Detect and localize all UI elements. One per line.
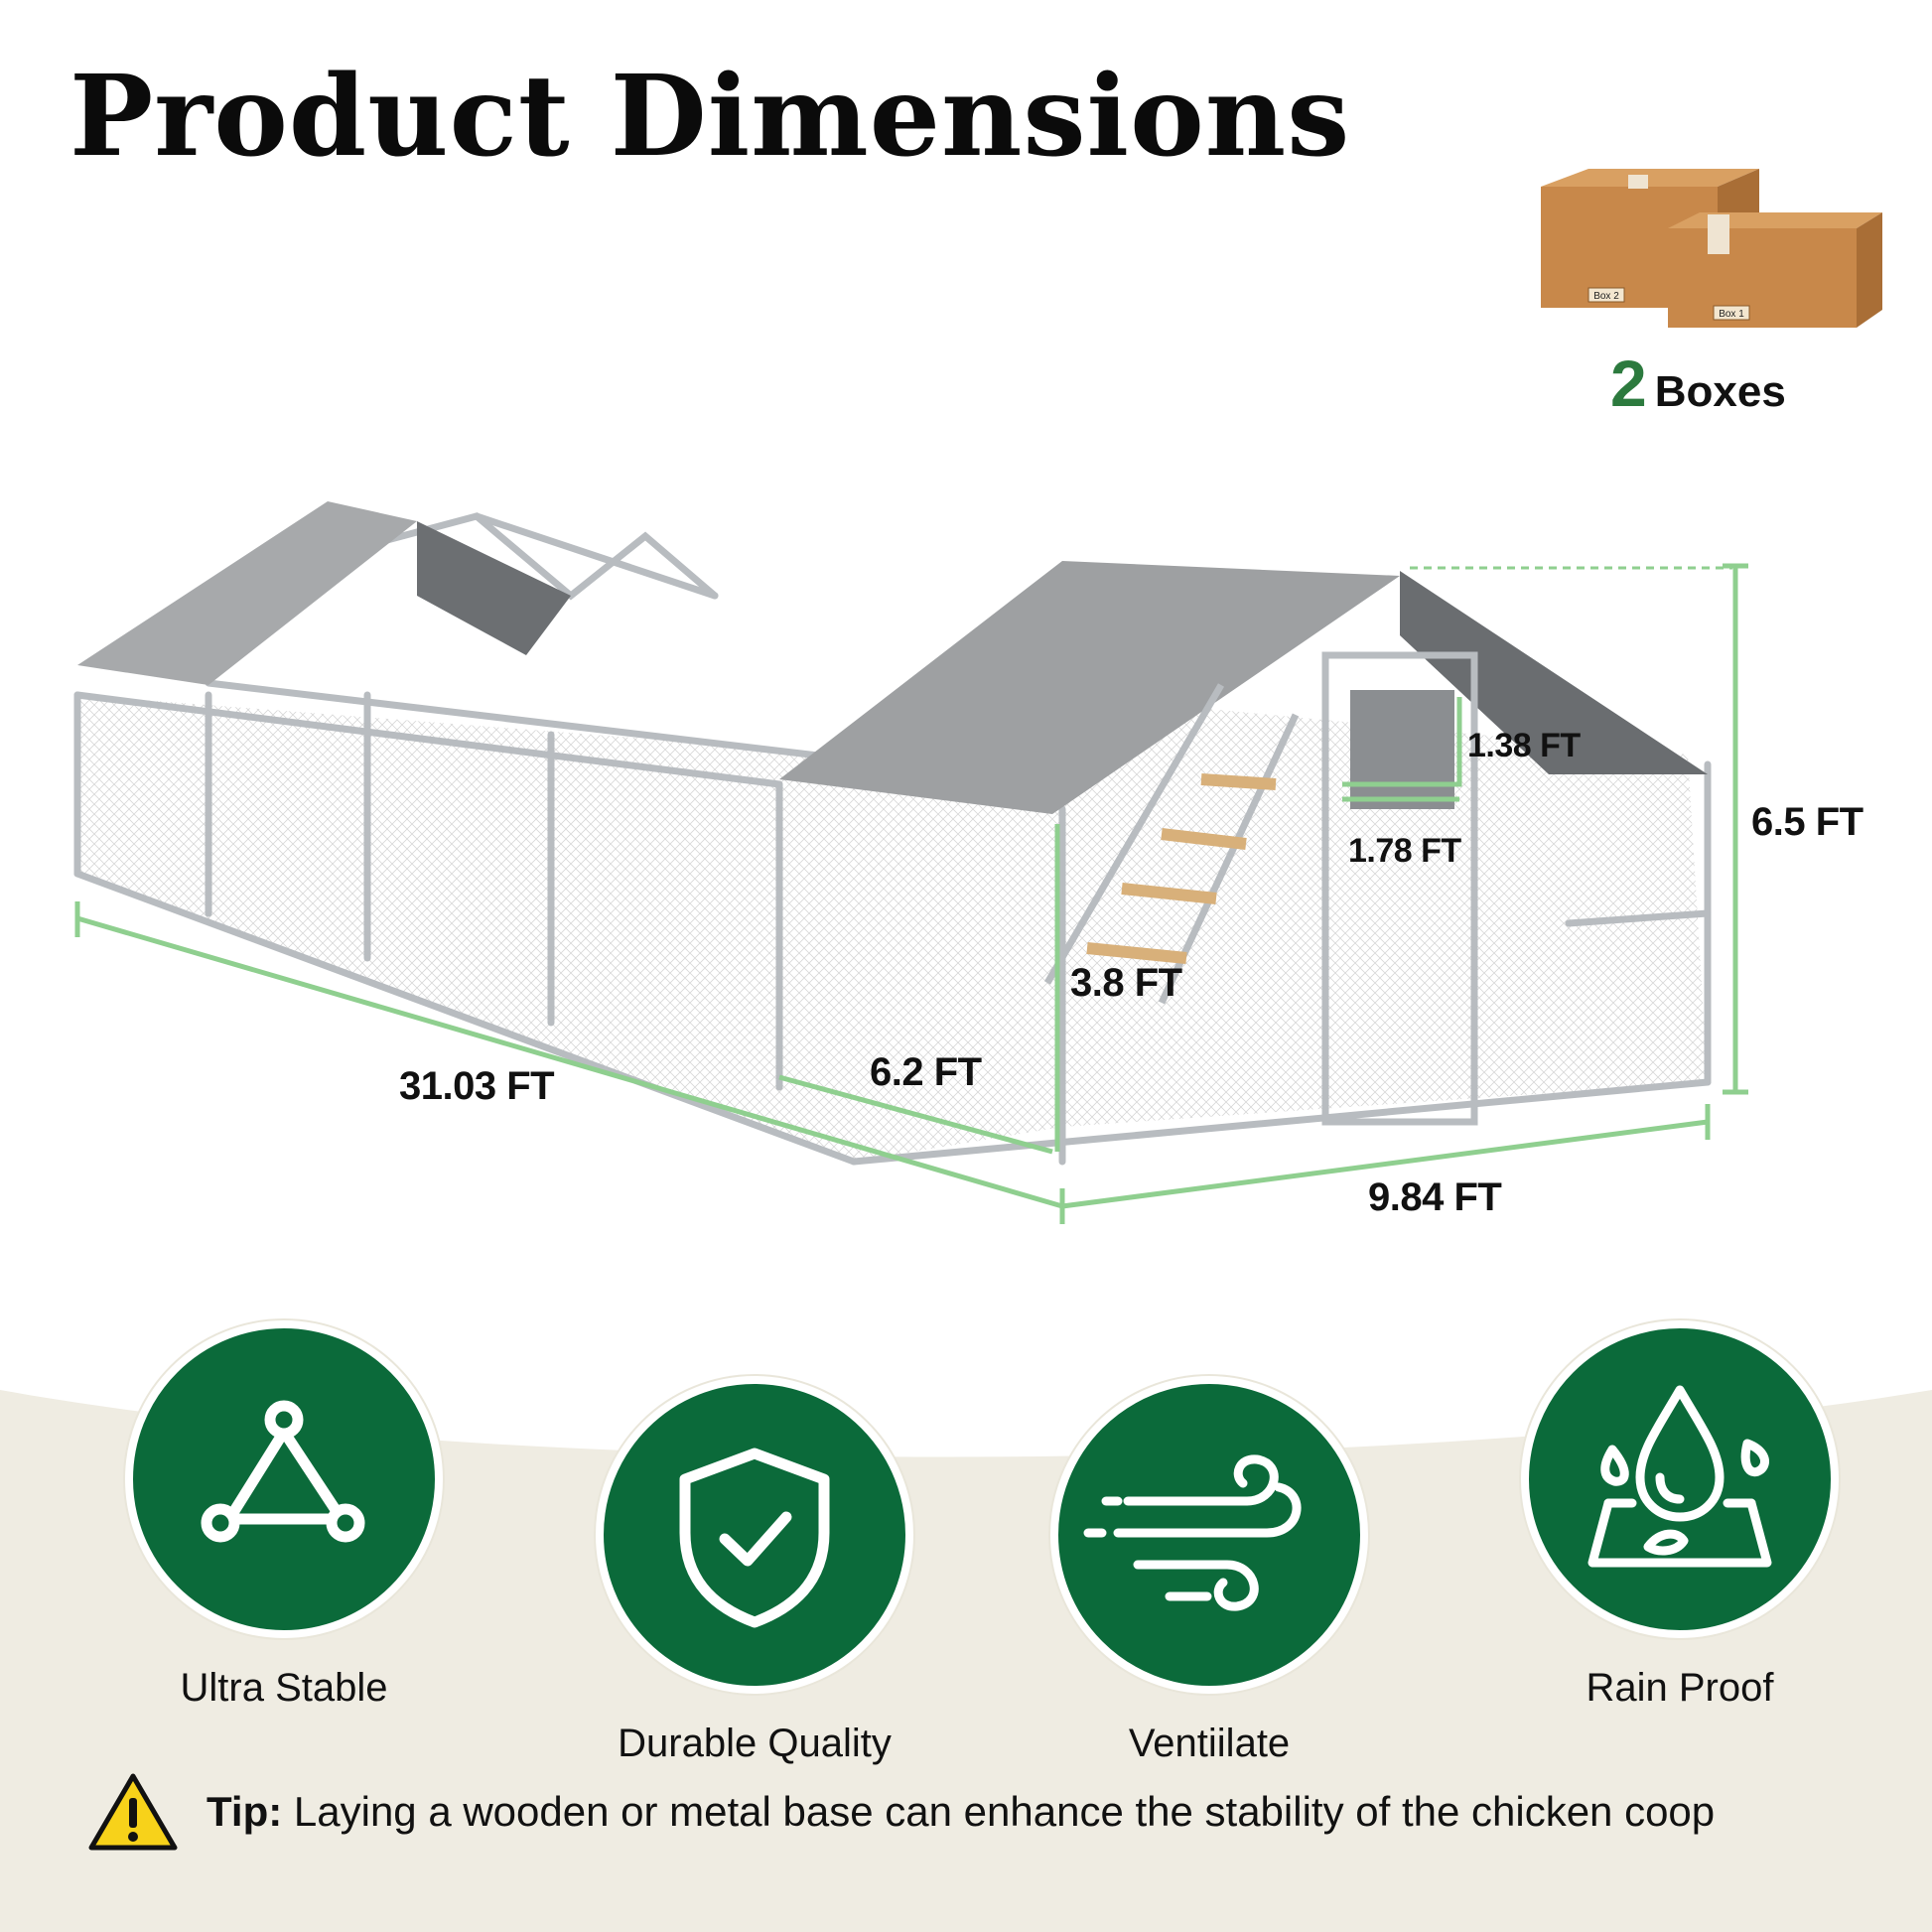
coop-mesh-walls (77, 695, 1708, 1162)
feature-label: Ventiilate (1128, 1722, 1291, 1765)
tip-bar: Tip: Laying a wooden or metal base can e… (87, 1767, 1715, 1857)
chicken-coop-illustration (73, 501, 1748, 1224)
feature-circle (596, 1376, 913, 1694)
coop-frame (73, 512, 1712, 1166)
svg-text:Box 1: Box 1 (1719, 309, 1744, 320)
box-count: 2 (1610, 346, 1647, 420)
tip-text: Tip: Laying a wooden or metal base can e… (207, 1788, 1715, 1836)
background-wave (0, 1390, 1932, 1932)
shield-check-icon (679, 1448, 830, 1628)
warning-icon (88, 1773, 178, 1851)
dimension-side-height: 6.2 FT (870, 1050, 982, 1094)
feature-durable-quality: Durable Quality (596, 1376, 913, 1766)
feature-rain-proof: Rain Proof (1521, 1320, 1839, 1711)
feature-circle (125, 1320, 443, 1638)
dimension-height: 6.5 FT (1751, 800, 1863, 844)
dimension-lines (74, 563, 1748, 1224)
feature-circle (1521, 1320, 1839, 1638)
feature-circle (1050, 1376, 1368, 1694)
shipping-boxes-illustration: Box 2 Box 1 (1529, 149, 1906, 427)
feature-label: Rain Proof (1586, 1666, 1774, 1710)
page-title: Product Dimensions (69, 52, 1351, 182)
triangle-nodes-icon (201, 1400, 365, 1543)
feature-ultra-stable: Ultra Stable (125, 1320, 443, 1711)
dimension-width: 9.84 FT (1368, 1175, 1502, 1219)
tip-message: Laying a wooden or metal base can enhanc… (293, 1788, 1716, 1835)
box-count-label: Boxes (1654, 367, 1786, 416)
feature-label: Ultra Stable (180, 1666, 388, 1710)
dimension-door-height: 1.38 FT (1467, 727, 1581, 764)
coop-ladder (1043, 683, 1300, 1005)
coop-roof-covers (77, 501, 1708, 814)
wind-icon (1083, 1454, 1302, 1611)
dimension-door-width: 1.78 FT (1348, 832, 1461, 870)
coop-door (1321, 651, 1478, 1126)
dimension-ladder: 3.8 FT (1070, 961, 1182, 1005)
tip-prefix: Tip: (207, 1788, 283, 1835)
box-1-icon: Box 1 (1668, 212, 1882, 328)
dimension-length: 31.03 FT (399, 1064, 555, 1108)
water-drop-icon (1587, 1385, 1772, 1568)
feature-ventilate: Ventiilate (1050, 1376, 1368, 1766)
svg-text:Box 2: Box 2 (1593, 291, 1619, 302)
feature-label: Durable Quality (618, 1722, 892, 1765)
